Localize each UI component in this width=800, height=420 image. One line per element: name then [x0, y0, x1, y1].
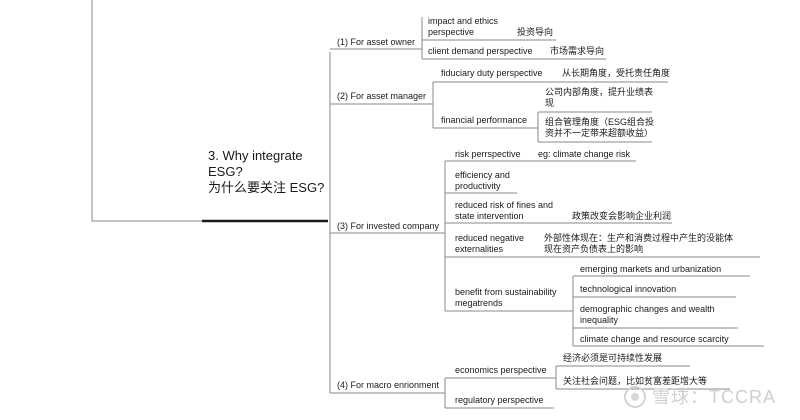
root-title-zh: 为什么要关注 ESG? [208, 180, 325, 195]
economics-note2: 关注社会问题，比如贫富差距增大等 [563, 376, 708, 386]
externalities-note: 外部性体现在：生产和消费过程中产生的没能体 现在资产负债表上的影响 [544, 233, 734, 254]
risk-label: risk perrspective [455, 149, 521, 159]
efficiency-label: efficiency and productivity [455, 170, 510, 191]
snowball-logo-icon [624, 386, 646, 408]
trend-item: climate change and resource scarcity [580, 334, 729, 344]
root-title-en: 3. Why integrate ESG? [208, 148, 303, 179]
client-demand-note: 市场需求导向 [550, 46, 605, 56]
impact-ethics-label: impact and ethics perspective [428, 16, 499, 37]
invested-company-label: (3) For invested company [337, 221, 440, 231]
root-title: 3. Why integrate ESG? 为什么要关注 ESG? [208, 148, 328, 196]
watermark: 雪球：TCCRA [624, 386, 776, 408]
fines-label: reduced risk of fines and state interven… [455, 200, 554, 221]
economics-note1: 经济必须是可持续性发展 [563, 353, 663, 363]
fines-note: 政策改变会影响企业利润 [572, 211, 672, 221]
financial-note1: 公司内部角度，提升业绩表 现 [545, 87, 654, 108]
root-frame-line [91, 0, 202, 222]
financial-label: financial performance [441, 115, 528, 125]
asset-owner-label: (1) For asset owner [337, 37, 416, 47]
regulatory-label: regulatory perspective [455, 395, 544, 405]
trend-item: technological innovation [580, 284, 677, 294]
risk-note: eg: climate change risk [538, 149, 631, 159]
watermark-text: 雪球：TCCRA [652, 387, 776, 407]
trend-item: inequality [580, 315, 619, 325]
impact-ethics-note: 投资导向 [517, 27, 554, 37]
financial-note2: 组合管理角度（ESG组合投 资并不一定带来超额收益） [545, 117, 655, 138]
economics-label: economics perspective [455, 365, 547, 375]
megatrends-label: benefit from sustainability megatrends [455, 287, 557, 308]
asset-manager-label: (2) For asset manager [337, 91, 427, 101]
client-demand-label: client demand perspective [428, 46, 533, 56]
trend-item: emerging markets and urbanization [580, 264, 722, 274]
fiduciary-note: 从长期角度，受托责任角度 [562, 68, 671, 78]
trend-item: demographic changes and wealth [580, 304, 715, 314]
externalities-label: reduced negative externalities [455, 233, 525, 254]
fiduciary-label: fiduciary duty perspective [441, 68, 543, 78]
macro-label: (4) For macro enrionment [337, 380, 440, 390]
